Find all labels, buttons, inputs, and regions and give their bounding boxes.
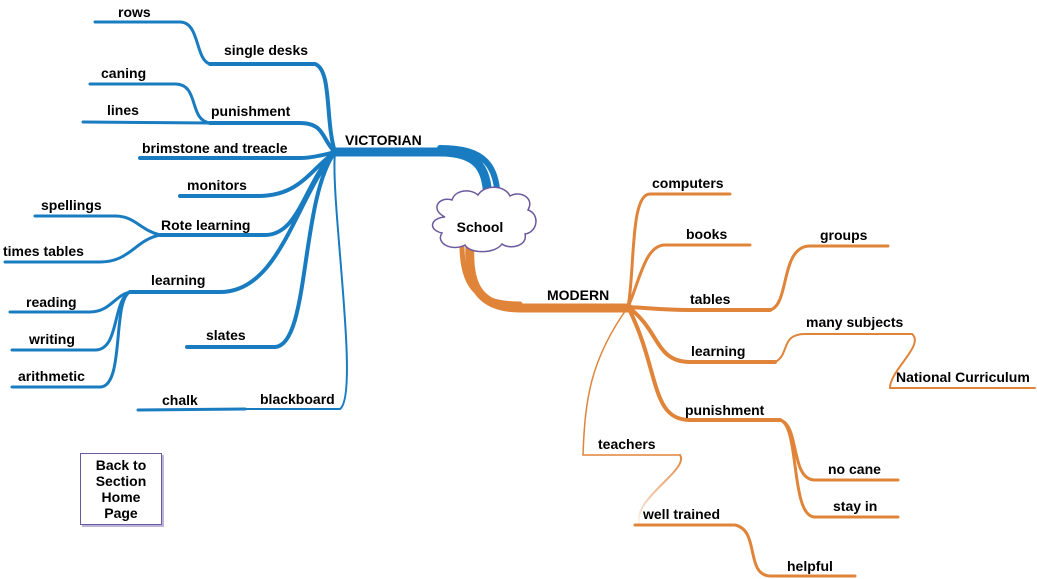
link-many-subjects — [774, 333, 913, 363]
link-helpful — [733, 523, 857, 578]
node-many-subjects[interactable]: many subjects — [806, 314, 903, 330]
node-slates[interactable]: slates — [206, 327, 246, 343]
node-punishment-modern[interactable]: punishment — [685, 402, 765, 418]
node-chalk[interactable]: chalk — [162, 392, 198, 408]
link-arithmetic — [10, 290, 132, 389]
node-no-cane[interactable]: no cane — [828, 461, 881, 477]
link-blackboard — [244, 151, 348, 410]
link-punishment-modern — [626, 305, 782, 422]
link-tables — [626, 305, 772, 312]
link-lines — [81, 120, 212, 125]
node-books[interactable]: books — [686, 226, 727, 242]
node-tables[interactable]: tables — [690, 291, 731, 307]
node-teachers[interactable]: teachers — [598, 436, 656, 452]
victorian-branch — [3, 20, 501, 412]
node-blackboard[interactable]: blackboard — [260, 391, 335, 407]
node-stay-in[interactable]: stay in — [833, 498, 877, 514]
link-books — [626, 243, 752, 309]
link-chalk — [136, 407, 247, 412]
node-learning-modern[interactable]: learning — [691, 343, 745, 359]
node-helpful[interactable]: helpful — [787, 558, 833, 574]
cloud-shape — [431, 186, 537, 253]
node-groups[interactable]: groups — [820, 227, 868, 243]
link-teachers — [582, 306, 681, 456]
node-spellings[interactable]: spellings — [41, 197, 102, 213]
modern-labels: MODERN computers books groups tables man… — [547, 175, 1030, 574]
link-punishment — [208, 121, 337, 154]
node-national-curriculum[interactable]: National Curriculum — [896, 369, 1030, 385]
node-victorian[interactable]: VICTORIAN — [345, 132, 422, 148]
node-lines[interactable]: lines — [107, 102, 139, 118]
node-monitors[interactable]: monitors — [187, 177, 247, 193]
node-computers[interactable]: computers — [652, 175, 724, 191]
node-punishment[interactable]: punishment — [211, 103, 291, 119]
center-node[interactable]: School — [431, 186, 537, 253]
node-caning[interactable]: caning — [101, 65, 146, 81]
link-teachers-fade — [637, 454, 683, 526]
node-arithmetic[interactable]: arithmetic — [18, 368, 85, 384]
node-brimstone[interactable]: brimstone and treacle — [142, 140, 288, 156]
link-computers — [626, 192, 732, 309]
node-writing[interactable]: writing — [28, 331, 75, 347]
victorian-labels: VICTORIAN rows single desks caning lines… — [3, 4, 422, 408]
link-caning — [88, 82, 212, 125]
node-learning[interactable]: learning — [151, 272, 205, 288]
back-to-section-home-button[interactable]: Back to Section Home Page — [80, 453, 162, 525]
link-single-desks — [208, 62, 337, 154]
link-learning — [128, 150, 337, 294]
node-rows[interactable]: rows — [118, 4, 151, 20]
node-reading[interactable]: reading — [26, 294, 77, 310]
modern-branch — [459, 192, 1036, 578]
link-stay-in — [778, 418, 900, 519]
link-learning-modern — [626, 305, 777, 364]
link-national-curriculum — [888, 333, 1036, 389]
node-well-trained[interactable]: well trained — [642, 506, 720, 522]
node-rote-learning[interactable]: Rote learning — [161, 217, 250, 233]
link-groups — [768, 244, 890, 312]
node-modern[interactable]: MODERN — [547, 287, 609, 303]
link-times-tables — [3, 233, 162, 264]
node-single-desks[interactable]: single desks — [224, 42, 308, 58]
link-spellings — [33, 214, 162, 237]
node-times-tables[interactable]: times tables — [3, 243, 84, 259]
center-label: School — [457, 219, 504, 235]
link-slates — [185, 150, 337, 349]
link-rows — [93, 20, 212, 66]
